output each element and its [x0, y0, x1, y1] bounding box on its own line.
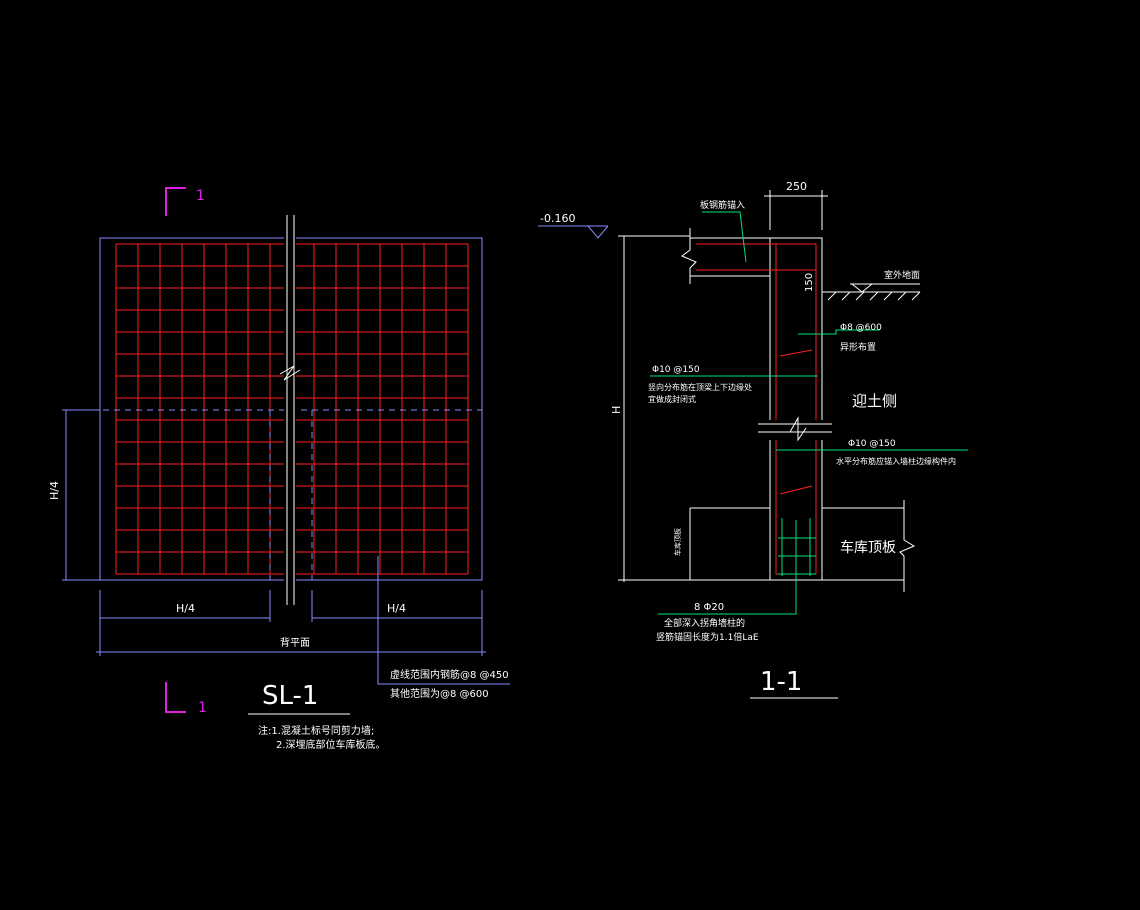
- label-ground: 室外地面: [884, 269, 920, 281]
- remark-line1: 注:1.混凝土标号同剪力墙;: [258, 724, 374, 737]
- label-phi8-600: Φ8 @600: [840, 323, 882, 333]
- label-phi10-150-right: Φ10 @150: [848, 439, 896, 449]
- label-phi8-600-sub: 异形布置: [840, 341, 876, 353]
- dim-h4-left-label: H/4: [176, 602, 195, 615]
- note-line1: 虚线范围内钢筋@8 @450: [390, 668, 509, 681]
- dim-total-label: 背平面: [280, 636, 310, 649]
- remark-line2: 2.深埋底部位车库板底。: [276, 738, 386, 751]
- plan-title: SL-1: [262, 681, 318, 711]
- ground-hatch: [827, 291, 921, 301]
- dim-250-label: 250: [786, 180, 807, 193]
- label-bottom-sub2: 竖筋锚固长度为1.1倍LaE: [656, 631, 759, 643]
- elevation-label: -0.160: [540, 212, 575, 225]
- dim-150-label: 150: [804, 273, 815, 292]
- label-soil-side: 迎土侧: [852, 392, 897, 410]
- section-marker-bottom-label: 1: [198, 700, 207, 716]
- dim-h-label: H: [610, 406, 623, 414]
- plan-sl1: 1 1 H/4 H/4 H/4 背平面: [48, 187, 510, 751]
- section-marker-top-label: 1: [196, 188, 205, 204]
- label-phi10-150-left: Φ10 @150: [652, 365, 700, 375]
- label-phi10-150-right-sub: 水平分布筋应锚入墙柱边缘构件内: [836, 456, 956, 466]
- dim-h4-right-label: H/4: [387, 602, 406, 615]
- note-line2: 其他范围为@8 @600: [390, 687, 489, 700]
- label-phi10-150-left-sub2: 宜做成封闭式: [648, 394, 696, 404]
- note-leader: [377, 556, 510, 685]
- label-bottom-rebar: 8 Φ20: [694, 602, 724, 613]
- label-vertical-left: 车库顶板: [673, 528, 682, 556]
- section-break: [758, 416, 832, 442]
- break-line: [279, 215, 301, 606]
- label-garage-slab: 车库顶板: [840, 539, 896, 556]
- label-phi10-150-left-sub1: 竖向分布筋在顶梁上下边缘处: [648, 382, 752, 392]
- slab-break: [681, 228, 697, 284]
- section-marker-top: [165, 187, 186, 216]
- section-marker-bottom: [165, 682, 186, 713]
- section-title: 1-1: [760, 667, 802, 697]
- bottom-rebar-leader: [658, 520, 797, 615]
- label-slab: 板钢筋锚入: [700, 199, 745, 211]
- bottom-rebar: [778, 518, 816, 576]
- dim-vertical-label: H/4: [48, 481, 61, 500]
- label-bottom-sub1: 全部深入拐角墙柱的: [664, 617, 745, 629]
- section-1-1: -0.160 250 板钢筋锚入 室外地面: [538, 180, 968, 699]
- garage-slab-break: [899, 500, 916, 592]
